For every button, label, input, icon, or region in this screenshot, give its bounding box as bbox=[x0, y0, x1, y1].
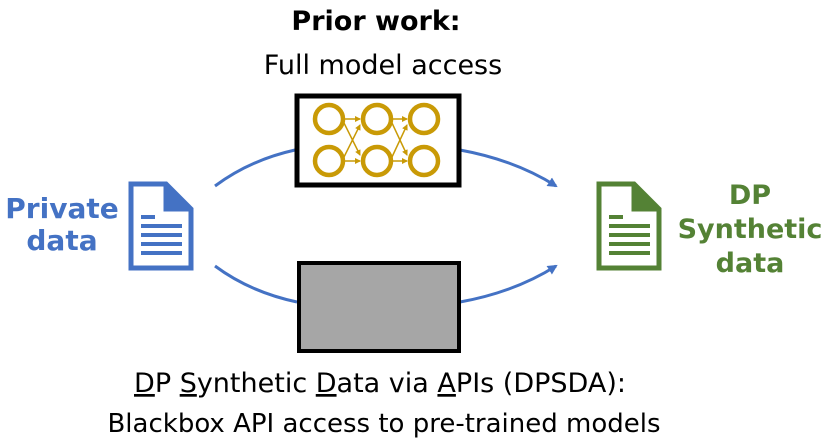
underlined-s: S bbox=[180, 368, 197, 399]
neural-network-icon bbox=[343, 116, 408, 164]
prior-work-subtitle: Full model access bbox=[264, 50, 502, 81]
title-part: ata via bbox=[337, 368, 438, 399]
dpsda-title: DP Synthetic Data via APIs (DPSDA): bbox=[134, 368, 626, 399]
blackbox-api-box bbox=[297, 261, 461, 353]
synthetic-document-icon bbox=[596, 181, 662, 271]
arrow-top-in bbox=[214, 148, 296, 188]
prior-work-title: Prior work: bbox=[291, 6, 460, 37]
underlined-a: A bbox=[437, 368, 456, 399]
title-part: ynthetic bbox=[197, 368, 316, 399]
synthetic-label-1: DP bbox=[729, 180, 771, 211]
private-document-icon bbox=[128, 181, 194, 271]
synthetic-label-2: Synthetic bbox=[678, 214, 823, 245]
underlined-d2: D bbox=[316, 368, 337, 399]
title-part: PIs (DPSDA): bbox=[456, 368, 626, 399]
arrow-bottom-out bbox=[459, 264, 558, 304]
full-model-box bbox=[294, 93, 462, 188]
private-data-label-1: Private bbox=[5, 192, 118, 225]
dpsda-subtitle: Blackbox API access to pre-trained model… bbox=[107, 409, 660, 439]
title-part: P bbox=[155, 368, 180, 399]
synthetic-label-3: data bbox=[716, 248, 785, 279]
arrow-bottom-in bbox=[214, 264, 298, 304]
private-data-label-2: data bbox=[26, 224, 97, 257]
arrow-top-out bbox=[459, 148, 558, 188]
underlined-d: D bbox=[134, 368, 155, 399]
